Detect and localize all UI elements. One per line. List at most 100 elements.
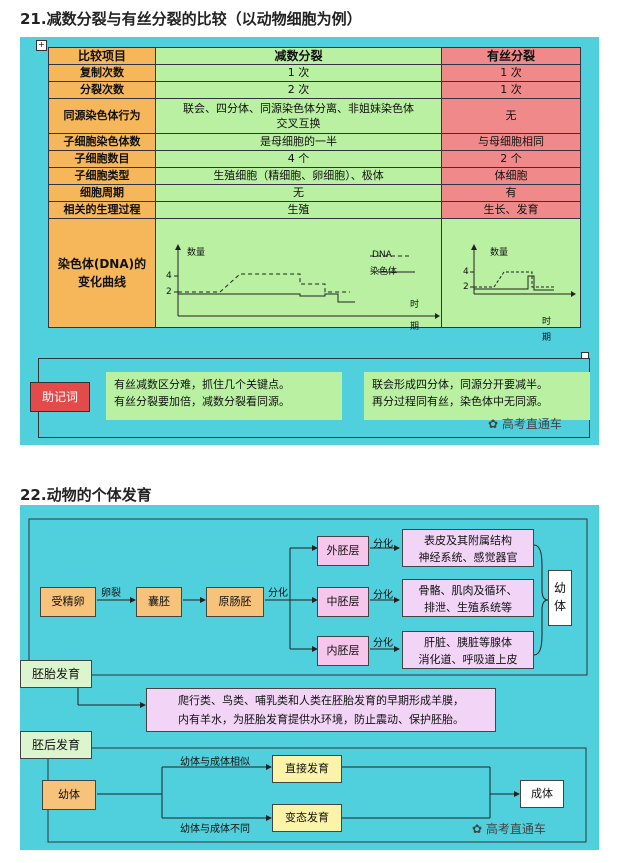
row-label: 细胞周期 (48, 184, 156, 202)
mesoderm-derivatives: 骨骼、肌肉及循环、 排泄、生殖系统等 (402, 579, 534, 617)
mnemonic-left-box: 有丝减数区分难，抓住几个关键点。 有丝分裂要加倍，减数分裂看同源。 (106, 372, 342, 420)
row-label: 子细胞数目 (48, 150, 156, 168)
larva-vertical-box: 幼 体 (548, 570, 572, 626)
table-row: 子细胞数目 4 个 2 个 (48, 150, 581, 168)
row-label: 同源染色体行为 (48, 98, 156, 134)
development-connectors (28, 518, 588, 843)
mitosis-cell: 有 (441, 184, 581, 202)
header-meiosis: 减数分裂 (155, 47, 442, 65)
meso-line2: 排泄、生殖系统等 (424, 601, 512, 614)
meiosis-cell: 生殖 (155, 201, 442, 219)
mitosis-ytick-2: 2 (463, 282, 469, 292)
mitosis-curve-cell (441, 218, 581, 328)
ecto-line1: 表皮及其附属结构 (424, 534, 512, 547)
postembryonic-development-label: 胚后发育 (20, 731, 92, 759)
meiosis-x-label-1: 时 (410, 300, 420, 310)
meiosis-cell: 1 次 (155, 64, 442, 82)
differentiation-label: 分化 (268, 588, 288, 599)
meiosis-cell: 无 (155, 184, 442, 202)
similar-label: 幼体与成体相似 (180, 757, 250, 768)
row-label: 子细胞染色体数 (48, 133, 156, 151)
mitosis-cell: 1 次 (441, 64, 581, 82)
move-handle-icon[interactable]: + (36, 40, 47, 51)
curve-label-line2: 变化曲线 (77, 275, 126, 289)
direct-development-box: 直接发育 (272, 755, 342, 783)
meiosis-ytick-2: 2 (166, 287, 172, 297)
mnemonic-left-line2: 有丝分裂要加倍，减数分裂看同源。 (114, 395, 290, 408)
meiosis-curve-graph (174, 244, 440, 319)
meiosis-cell: 生殖细胞（精细胞、卵细胞）、极体 (155, 167, 442, 185)
header-mitosis: 有丝分裂 (441, 47, 581, 65)
blastula-box: 囊胚 (136, 587, 182, 617)
metamorphosis-box: 变态发育 (272, 804, 342, 832)
differentiation-label-meso: 分化 (373, 590, 393, 601)
meso-line1: 骨骼、肌肉及循环、 (418, 584, 518, 597)
section-22-title: 22.动物的个体发育 (20, 486, 152, 504)
mnemonic-right-line2: 再分过程同有丝，染色体中无同源。 (372, 395, 548, 408)
meiosis-cell: 4 个 (155, 150, 442, 168)
endoderm-derivatives: 肝脏、胰脏等腺体 消化道、呼吸道上皮 (402, 631, 534, 669)
mitosis-cell: 与母细胞相同 (441, 133, 581, 151)
mitosis-cell: 生长、发育 (441, 201, 581, 219)
table-row: 子细胞类型 生殖细胞（精细胞、卵细胞）、极体 体细胞 (48, 167, 581, 185)
embryonic-development-label: 胚胎发育 (20, 660, 92, 688)
larva-char-2: 体 (553, 599, 566, 613)
section-21-title: 21.减数分裂与有丝分裂的比较（以动物细胞为例） (20, 10, 362, 28)
mnemonic-right-box: 联会形成四分体，同源分开要减半。 再分过程同有丝，染色体中无同源。 (364, 372, 590, 420)
watermark-text: 高考直通车 (501, 417, 562, 431)
meiosis-ytick-4: 4 (166, 271, 172, 281)
mitosis-y-label: 数量 (490, 248, 509, 258)
larva-char-1: 幼 (553, 581, 566, 595)
amnion-line2: 内有羊水，为胚胎发育提供水环境，防止震动、保护胚胎。 (178, 713, 464, 726)
gastrula-box: 原肠胚 (206, 587, 264, 617)
mitosis-cell: 体细胞 (441, 167, 581, 185)
curve-label-line1: 染色体(DNA)的 (57, 257, 147, 271)
curve-row-label: 染色体(DNA)的变化曲线 (48, 218, 156, 328)
larva-box: 幼体 (42, 780, 96, 810)
table-row: 子细胞染色体数 是母细胞的一半 与母细胞相同 (48, 133, 581, 151)
table-header-row: 比较项目 减数分裂 有丝分裂 (48, 47, 581, 65)
row-label: 分裂次数 (48, 81, 156, 99)
comparison-table: 比较项目 减数分裂 有丝分裂 复制次数 1 次 1 次 分裂次数 2 次 1 次… (48, 47, 581, 328)
mesoderm-box: 中胚层 (317, 587, 369, 617)
meiosis-text-line1: 联会、四分体、同源染色体分离、非姐妹染色体 (183, 102, 414, 115)
row-label: 相关的生理过程 (48, 201, 156, 219)
different-label: 幼体与成体不同 (180, 824, 250, 835)
amnion-note: 爬行类、鸟类、哺乳类和人类在胚胎发育的早期形成羊膜， 内有羊水，为胚胎发育提供水… (146, 688, 496, 732)
table-row: 细胞周期 无 有 (48, 184, 581, 202)
meiosis-x-label-2: 期 (410, 322, 420, 332)
wechat-icon: ✿ (488, 417, 502, 431)
meiosis-y-label: 数量 (187, 248, 206, 258)
meiosis-curve-cell (155, 218, 442, 328)
adult-box: 成体 (520, 780, 564, 808)
meiosis-legend-chromosome: 染色体 (370, 267, 398, 277)
row-label: 复制次数 (48, 64, 156, 82)
ectoderm-derivatives: 表皮及其附属结构 神经系统、感觉器官 (402, 529, 534, 567)
mnemonic-right-line1: 联会形成四分体，同源分开要减半。 (372, 378, 548, 391)
mnemonic-label: 助记词 (30, 382, 90, 412)
zygote-box: 受精卵 (40, 587, 96, 617)
table-row: 相关的生理过程 生殖 生长、发育 (48, 201, 581, 219)
endo-line1: 肝脏、胰脏等腺体 (424, 636, 512, 649)
mitosis-x-label-1: 时 (542, 317, 552, 327)
curve-row: 染色体(DNA)的变化曲线 (48, 218, 581, 328)
mitosis-curve-graph (470, 244, 576, 297)
differentiation-label-endo: 分化 (373, 638, 393, 649)
amnion-line1: 爬行类、鸟类、哺乳类和人类在胚胎发育的早期形成羊膜， (178, 694, 464, 707)
mitosis-cell: 2 个 (441, 150, 581, 168)
row-label: 子细胞类型 (48, 167, 156, 185)
endoderm-box: 内胚层 (317, 636, 369, 666)
cleavage-label: 卵裂 (101, 588, 121, 599)
header-item: 比较项目 (48, 47, 156, 65)
ecto-line2: 神经系统、感觉器官 (418, 551, 518, 564)
meiosis-legend-dna: DNA (372, 250, 392, 260)
watermark-text: 高考直通车 (485, 822, 546, 836)
mitosis-x-label-2: 期 (542, 333, 552, 343)
watermark-22: ✿ 高考直通车 (472, 820, 546, 837)
mnemonic-left-line1: 有丝减数区分难，抓住几个关键点。 (114, 378, 290, 391)
watermark-21: ✿ 高考直通车 (488, 415, 562, 432)
meiosis-text-line2: 交叉互换 (276, 117, 321, 130)
mitosis-cell: 无 (441, 98, 581, 134)
mitosis-ytick-4: 4 (463, 267, 469, 277)
wechat-icon: ✿ (472, 822, 486, 836)
